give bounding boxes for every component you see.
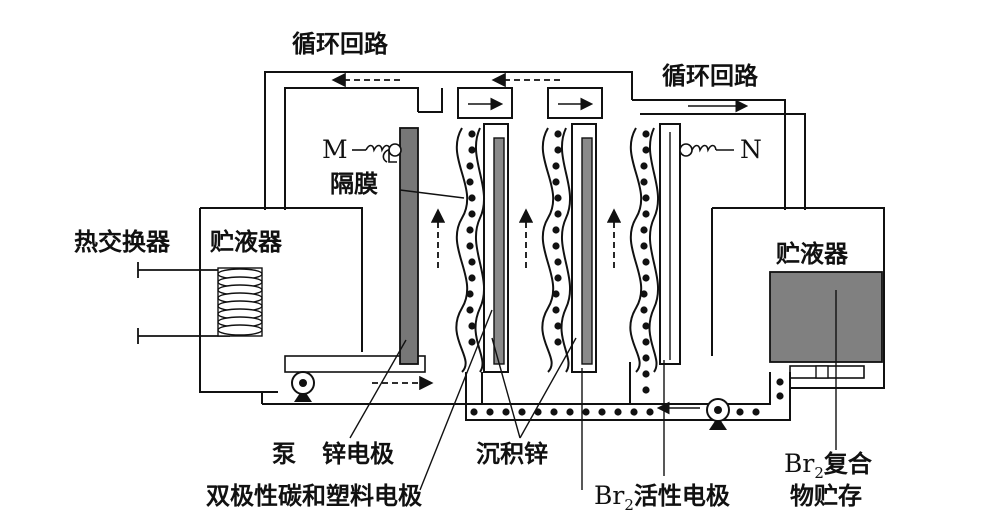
right-pump [706, 398, 730, 430]
label-membrane: 隔膜 [330, 169, 378, 198]
right-reservoir [711, 207, 885, 389]
label-br2-active-electrode: Br2活性电极 [594, 481, 730, 514]
label-zinc-electrode: 锌电极 [322, 439, 394, 468]
label-heat-exchanger: 热交换器 [74, 227, 171, 256]
right-circulation-loop [632, 99, 806, 210]
label-terminal-m: M [322, 135, 348, 164]
terminal-n-lead [679, 143, 734, 157]
bipolar-cell-1 [430, 87, 513, 373]
bipolar-cell-2 [518, 87, 603, 373]
left-pump [262, 362, 631, 405]
br2-side-cell [606, 123, 681, 394]
terminal-m-lead [352, 143, 402, 157]
label-reservoir-right: 贮液器 [775, 239, 849, 268]
left-circulation-loop [264, 71, 633, 210]
label-circulation-left: 循环回路 [292, 29, 389, 58]
zinc-electrode [382, 127, 419, 365]
label-br2-complex-storage: 物贮存 [790, 481, 862, 510]
label-terminal-n: N [740, 135, 762, 164]
label-deposited-zinc: 沉积锌 [476, 439, 548, 468]
label-br2-complex: Br2复合 [784, 449, 873, 482]
label-pump: 泵 [272, 439, 296, 468]
label-bipolar-electrode: 双极性碳和塑料电极 [206, 481, 422, 510]
leader-lines [349, 189, 837, 491]
left-reservoir [199, 207, 426, 404]
label-reservoir-left: 贮液器 [209, 227, 283, 256]
label-circulation-right: 循环回路 [662, 61, 759, 90]
heat-exchanger-coil [137, 262, 263, 344]
bottom-return-loop [465, 372, 791, 421]
